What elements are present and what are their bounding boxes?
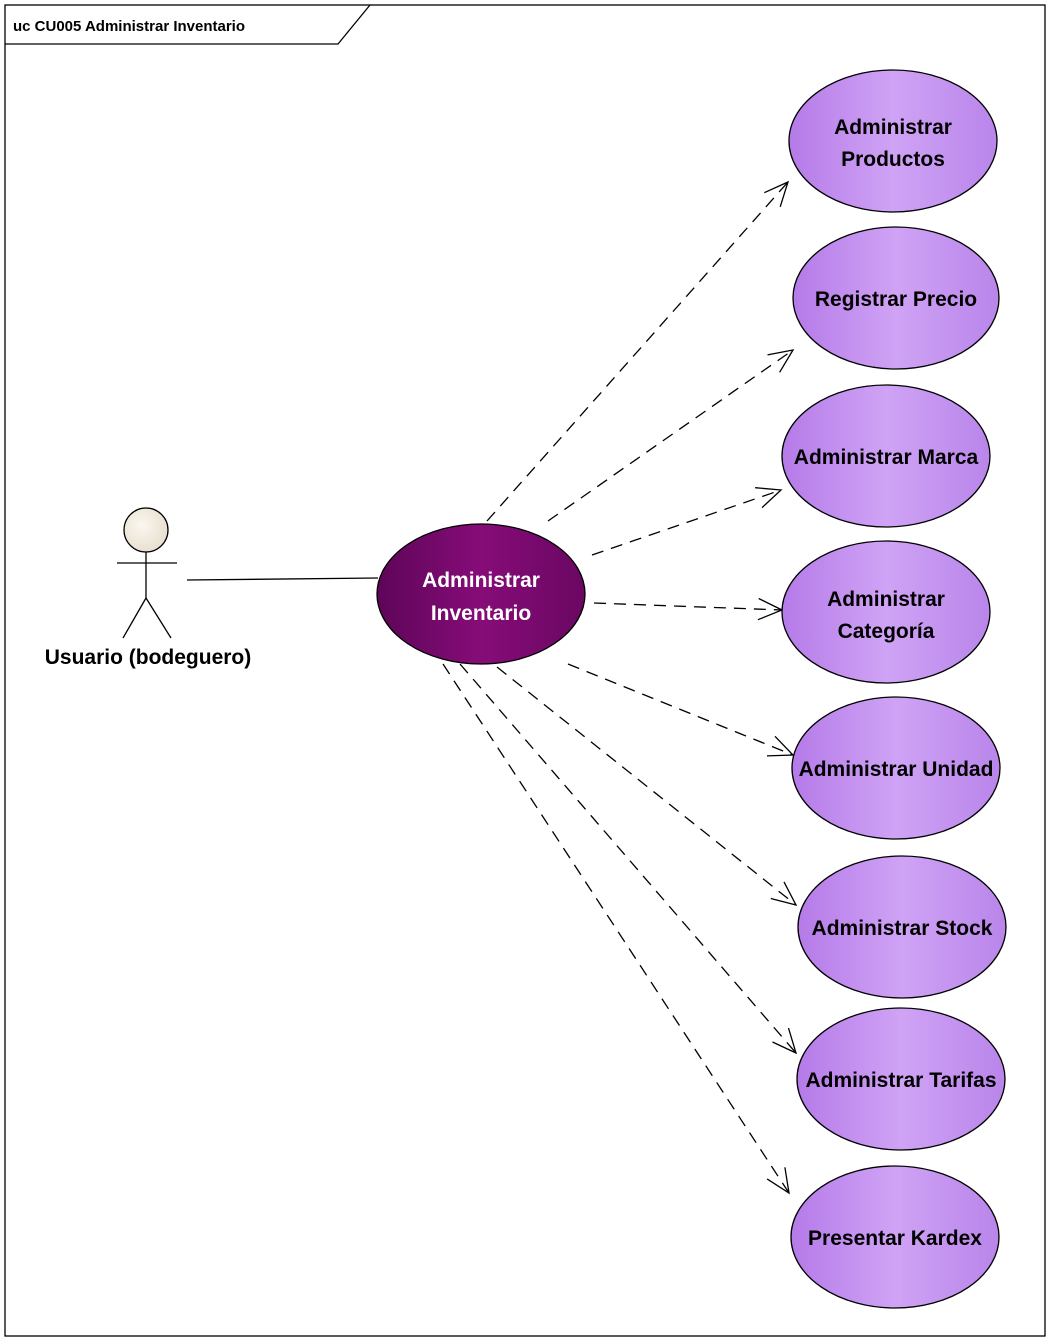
include-arrow-productos — [486, 180, 790, 522]
arrowhead — [764, 180, 790, 207]
main-use-case-line-2: Inventario — [431, 602, 531, 625]
arrowhead — [766, 1167, 790, 1195]
use-case-label: Administrar Marca — [794, 446, 979, 469]
dependency-line — [442, 663, 790, 1194]
association-line — [186, 577, 379, 581]
use-case-administrar-categoria[interactable]: Administrar Categoría — [781, 540, 991, 684]
actor-name: Usuario (bodeguero) — [45, 646, 252, 669]
arrowhead — [772, 1027, 798, 1055]
use-case-administrar-inventario[interactable]: Administrar Inventario — [376, 523, 586, 665]
dependency-line — [567, 663, 794, 756]
use-case-label: Administrar Unidad — [799, 758, 994, 781]
dependency-line — [486, 181, 789, 522]
include-arrow-unidad — [567, 663, 795, 757]
use-case-label-line-1: Administrar — [834, 116, 952, 139]
use-case-administrar-tarifas[interactable]: Administrar Tarifas — [796, 1007, 1006, 1151]
use-case-label: Registrar Precio — [815, 288, 977, 311]
use-case-label-line-2: Productos — [841, 148, 945, 171]
arrowhead — [755, 487, 783, 509]
use-case-administrar-marca[interactable]: Administrar Marca — [781, 384, 991, 528]
use-case-administrar-stock[interactable]: Administrar Stock — [797, 855, 1007, 999]
main-use-case-line-1: Administrar — [422, 569, 540, 592]
use-case-label: Administrar Tarifas — [806, 1069, 997, 1092]
dependency-line — [591, 489, 782, 556]
use-case-label: Administrar Stock — [812, 917, 993, 940]
actor-usuario[interactable]: Usuario (bodeguero) — [45, 507, 252, 669]
arrowhead — [770, 881, 798, 906]
include-arrow-tarifas — [459, 663, 798, 1055]
include-arrow-precio — [547, 349, 795, 522]
dependency-line — [496, 666, 797, 906]
dependency-line — [593, 602, 783, 611]
arrowhead — [766, 735, 795, 757]
use-case-label-line-1: Administrar — [827, 588, 945, 611]
diagram-frame: uc CU005 Administrar Inventario — [4, 4, 1046, 1337]
actor-left-leg — [122, 597, 147, 639]
use-case-administrar-productos[interactable]: Administrar Productos — [788, 69, 998, 213]
include-arrow-stock — [496, 666, 798, 906]
use-case-registrar-precio[interactable]: Registrar Precio — [792, 226, 1000, 370]
frame-title: uc CU005 Administrar Inventario — [13, 18, 245, 35]
actor-right-leg — [145, 597, 172, 639]
arrowhead — [767, 349, 795, 373]
include-arrow-marca — [591, 487, 783, 556]
dependency-line — [459, 663, 797, 1054]
include-arrow-kardex — [442, 663, 790, 1195]
use-case-label-line-2: Categoría — [838, 620, 935, 643]
dependency-line — [547, 349, 794, 522]
dependency-arrows — [442, 180, 798, 1195]
use-case-administrar-unidad[interactable]: Administrar Unidad — [791, 696, 1001, 840]
include-arrow-categoria — [593, 597, 784, 621]
use-case-presentar-kardex[interactable]: Presentar Kardex — [790, 1165, 1000, 1309]
use-case-label: Presentar Kardex — [808, 1227, 982, 1250]
actor-head — [123, 507, 169, 553]
